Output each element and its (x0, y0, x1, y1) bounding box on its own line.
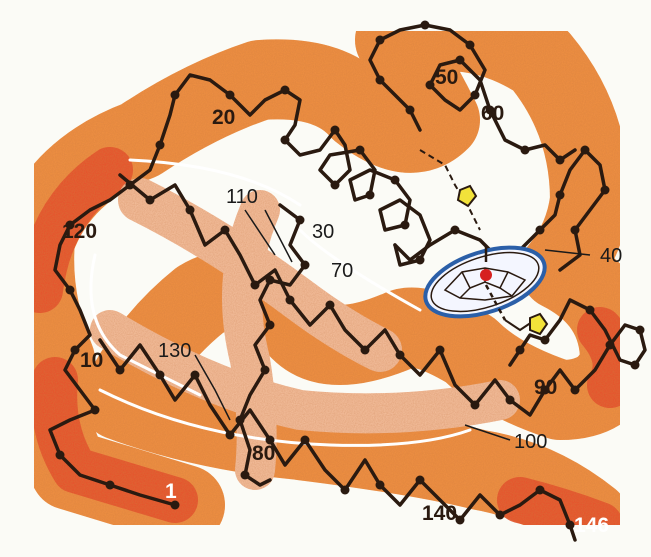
residue-label-20: 20 (212, 106, 235, 129)
residue-label-100: 100 (514, 431, 547, 453)
residue-label-30: 30 (312, 221, 334, 243)
residue-label-80: 80 (252, 442, 275, 465)
residue-label-110: 110 (226, 186, 258, 208)
residue-label-50: 50 (435, 66, 458, 89)
residue-label-60: 60 (481, 102, 504, 125)
residue-label-90: 90 (534, 376, 557, 399)
residue-label-146: 146 (574, 514, 609, 537)
residue-label-140: 140 (422, 502, 457, 525)
residue-label-1: 1 (165, 480, 177, 503)
residue-label-120: 120 (62, 220, 97, 243)
residue-label-10: 10 (80, 349, 103, 372)
residue-label-130: 130 (158, 340, 191, 362)
residue-label-40: 40 (600, 245, 622, 267)
residue-label-70: 70 (331, 260, 353, 282)
